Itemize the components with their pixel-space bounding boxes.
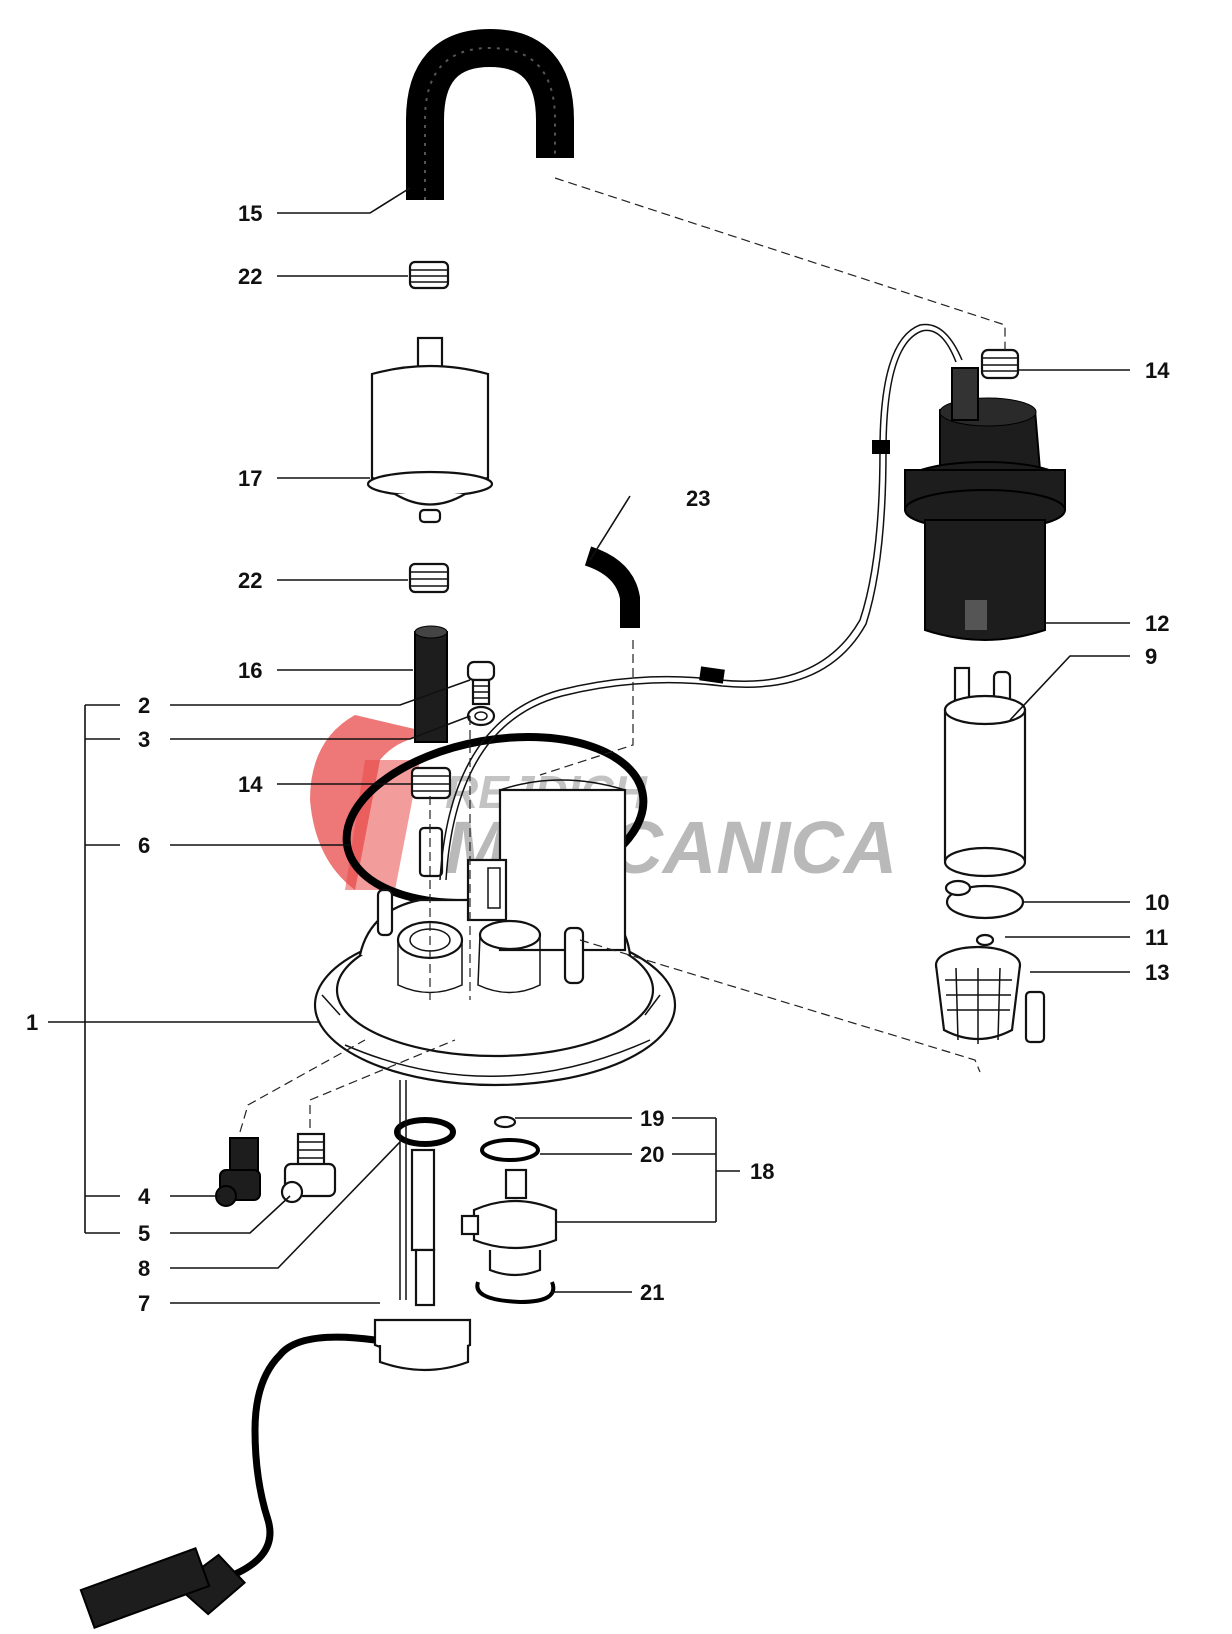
label-14-left: 14 [238, 772, 263, 797]
part-14-clamp-left [410, 766, 452, 800]
label-11: 11 [1145, 925, 1168, 950]
label-17: 17 [238, 466, 262, 491]
label-7: 7 [138, 1291, 150, 1316]
assembly-lines [239, 177, 1006, 1133]
part-19-small-ring [493, 1115, 517, 1129]
label-20: 20 [640, 1142, 664, 1167]
label-14-right: 14 [1145, 358, 1170, 383]
part-9-electric-pump [943, 666, 1027, 878]
part-11-small-washer [975, 933, 995, 947]
part-12-pump-housing [904, 367, 1066, 641]
label-6: 6 [138, 833, 150, 858]
part-13-strainer [934, 945, 1046, 1044]
label-4: 4 [138, 1184, 151, 1209]
part-2-fitting [466, 660, 496, 706]
part-4-dark-fitting [215, 1137, 261, 1207]
label-9: 9 [1145, 644, 1157, 669]
part-20-medium-ring [480, 1138, 540, 1162]
part-1-flange-assembly [313, 779, 677, 1087]
part-8-o-ring [394, 1117, 456, 1147]
part-23-bent-hose [584, 546, 640, 628]
label-13: 13 [1145, 960, 1169, 985]
part-22-clamp-top [408, 260, 450, 290]
label-23: 23 [686, 486, 710, 511]
part-18-pressure-regulator [460, 1168, 558, 1277]
label-12: 12 [1145, 611, 1169, 636]
label-16: 16 [238, 658, 262, 683]
label-19: 19 [640, 1106, 664, 1131]
part-21-snap-ring [475, 1281, 556, 1305]
label-3: 3 [138, 727, 150, 752]
label-21: 21 [640, 1280, 664, 1305]
part-5-light-fitting [280, 1132, 337, 1204]
part-22-clamp-lower [408, 562, 450, 594]
label-2: 2 [138, 693, 150, 718]
label-22-top: 22 [238, 264, 262, 289]
part-16-short-hose [414, 625, 448, 743]
label-22-lower: 22 [238, 568, 262, 593]
watermark-logo-shape [310, 715, 440, 890]
part-7-sensor-with-cable [79, 1080, 472, 1629]
part-15-u-hose [406, 28, 574, 200]
callout-labels: 15 22 17 22 16 2 3 14 6 1 4 5 8 7 23 14 … [26, 201, 1170, 1316]
leader-lines [48, 187, 1130, 1304]
label-5: 5 [138, 1221, 150, 1246]
part-14-clamp-right [980, 348, 1020, 380]
part-17-fuel-filter [366, 336, 494, 524]
part-10-pump-cap [944, 879, 1025, 920]
label-10: 10 [1145, 890, 1169, 915]
label-1: 1 [26, 1010, 38, 1035]
part-3-washer [466, 705, 496, 727]
pump-wiring-harness [439, 323, 963, 881]
label-8: 8 [138, 1256, 150, 1281]
label-18: 18 [750, 1159, 774, 1184]
label-15: 15 [238, 201, 262, 226]
